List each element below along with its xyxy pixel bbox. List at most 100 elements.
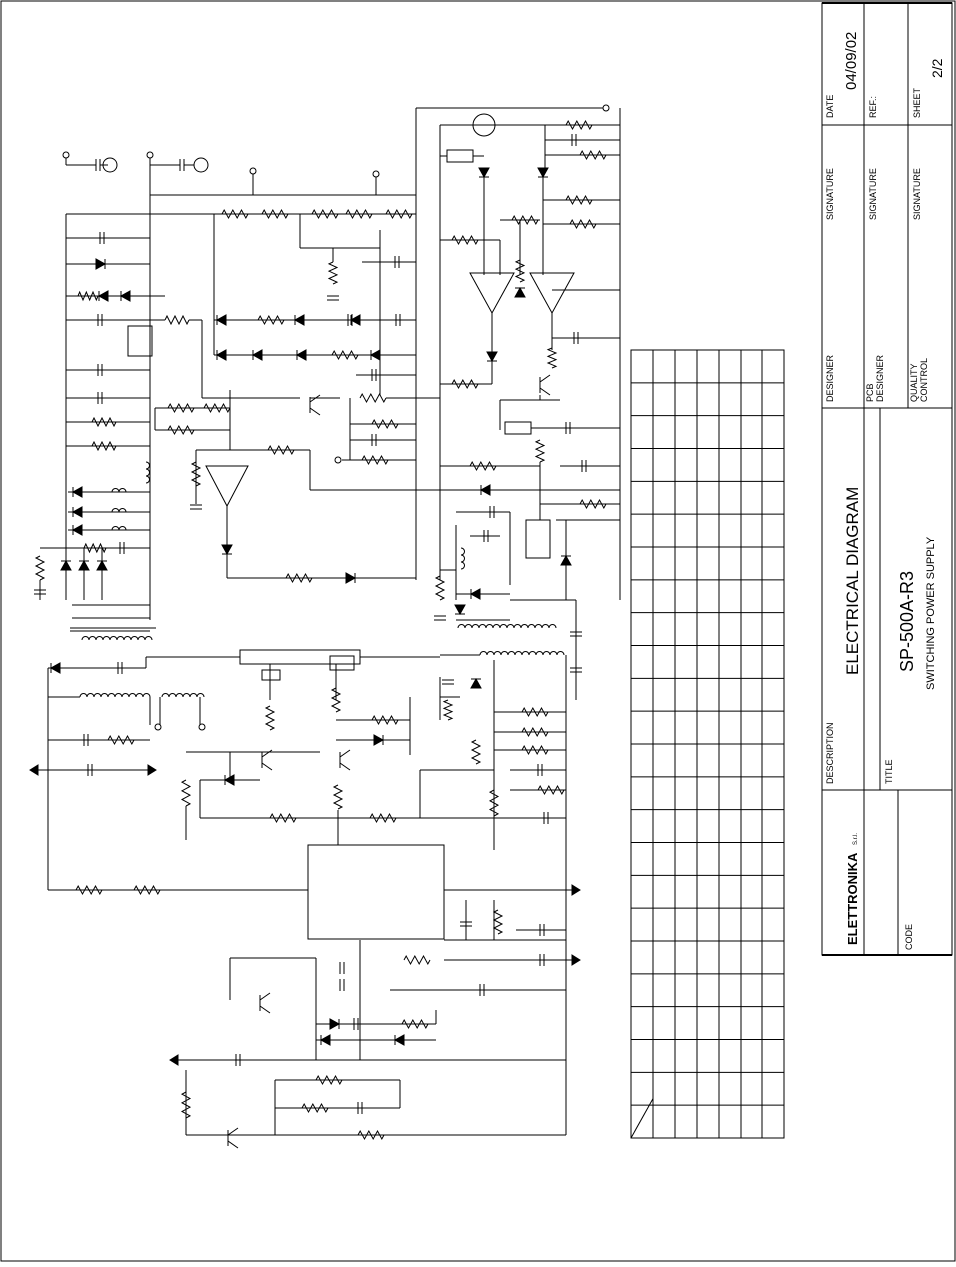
inductor [146,462,150,483]
diode [73,507,82,517]
resistor [566,121,592,129]
company-logo: ELETTRONIKA [845,852,860,945]
terminal [250,168,256,174]
designer-label: DESIGNER [825,354,835,402]
resistor [182,780,190,806]
subtitle-value: SWITCHING POWER SUPPLY [925,536,937,690]
terminal [199,724,205,730]
resistor [580,500,606,508]
resistor [472,740,480,764]
op-amp [206,466,248,506]
diode [295,315,304,325]
diode [96,259,105,269]
sheet-value: 2/2 [929,58,945,78]
jumper [505,422,531,434]
op-amp [530,273,574,313]
inductor [112,509,126,512]
resistor [358,1131,384,1139]
resistor [182,1092,190,1118]
date-label: DATE [825,95,835,118]
resistor [494,910,502,934]
resistor [444,700,452,720]
diode [51,663,60,673]
resistor [452,236,478,244]
inductor [112,527,126,531]
resistor [334,785,342,809]
controller-ic [308,845,444,939]
diode [455,605,465,614]
diode [471,679,481,688]
diode [73,525,82,535]
title-value: SP-500A-R3 [897,571,917,672]
resistor [404,956,430,964]
terminal [335,457,341,463]
title-block-text: DATE 04/09/02 REF.: SHEET 2/2 SIGNATURE … [825,32,945,950]
signature-label-1: SIGNATURE [825,168,835,220]
diode [487,352,497,361]
signature-label-3: SIGNATURE [912,168,922,220]
revision-grid-diagonal [631,1099,653,1138]
resistor [490,790,498,816]
resistor [76,886,102,894]
gate-driver-ic [240,650,360,664]
transistor [310,408,320,415]
resistor [108,736,134,744]
resistor [286,574,312,582]
resistor [78,292,98,300]
transistor [540,388,550,395]
relay-coil [526,520,550,558]
diode [471,589,480,599]
schematic-components [30,105,609,1148]
resistor [516,260,524,282]
terminal [373,171,379,177]
resistor [372,420,398,428]
jumper [447,150,473,162]
connector-arrow [572,955,580,965]
connector-arrow [170,1055,178,1065]
resistor [329,262,337,284]
inductor [82,637,152,641]
terminal [603,105,609,111]
ref-label: REF.: [868,96,878,118]
transistor [340,763,350,770]
diode [321,1035,330,1045]
diode [99,291,108,301]
fuse-lamp [194,158,208,172]
date-value: 04/09/02 [843,32,860,90]
resistor [332,351,358,359]
resistor [452,380,478,388]
diode [222,545,232,554]
connector-arrow [572,885,580,895]
signature-label-2: SIGNATURE [868,168,878,220]
diode [79,561,89,570]
resistor [312,210,338,218]
resistor [92,418,116,426]
diode [479,168,489,177]
terminal [147,152,153,158]
resistor [548,348,556,368]
diode [346,573,355,583]
resistor [370,814,396,822]
qc-label-1: QUALITY [909,363,919,402]
inductor [162,694,204,697]
description-label: DESCRIPTION [825,722,835,784]
diode [481,485,490,495]
diode [217,315,226,325]
qc-label-2: CONTROL [919,358,929,402]
resistor [346,210,372,218]
resistor [580,151,606,159]
mosfet [262,670,280,680]
diode [253,350,262,360]
resistor [536,440,544,462]
diode [515,288,525,297]
resistor [165,316,189,324]
resistor [386,210,412,218]
resistor [168,426,194,434]
resistor [134,886,160,894]
inductor [461,548,465,569]
inductor [480,652,564,655]
terminal [155,724,161,730]
resistor [570,220,596,228]
